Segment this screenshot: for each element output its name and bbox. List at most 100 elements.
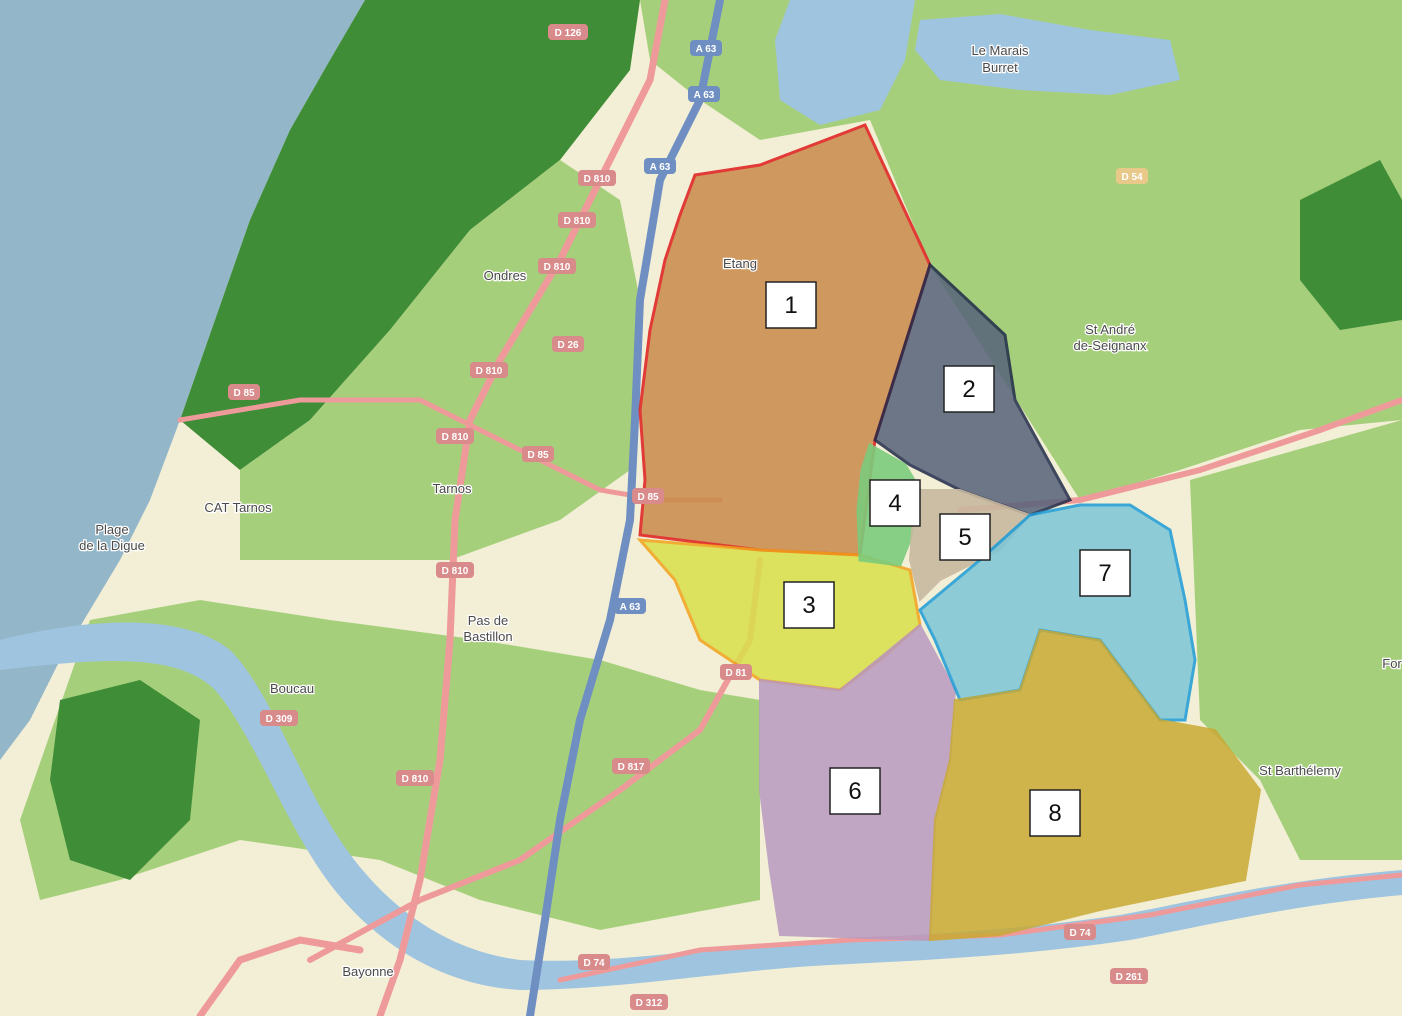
zone-label-7: 7	[1079, 549, 1131, 597]
place-label-plage: Plage	[95, 522, 128, 537]
zone-label-6: 6	[829, 767, 881, 815]
road-shield: A 63	[644, 158, 676, 174]
road-shield: D 312	[630, 994, 668, 1010]
road-shield: D 81	[720, 664, 752, 680]
forest-dark-south	[50, 680, 200, 880]
road-shield: D 810	[436, 562, 474, 578]
forest-dark-coast	[180, 0, 640, 470]
road-label: D 126	[555, 28, 582, 39]
zone-label-1: 1	[765, 281, 817, 329]
place-label-pas-de: Pas de	[468, 613, 508, 628]
road-shield: D 54	[1116, 168, 1148, 184]
road-bayonne	[196, 936, 364, 1016]
road-label: D 312	[636, 998, 663, 1009]
road-labels: D 126 A 63 A 63 A 63 A 63 D 810 D 810 D …	[228, 24, 1148, 1010]
zone-number: 4	[888, 490, 901, 517]
forest-layer	[20, 0, 1402, 930]
road-shield: D 810	[396, 770, 434, 786]
place-label-saint-barthelemy: St Barthélemy	[1259, 763, 1341, 778]
zone-label-4: 4	[869, 479, 921, 527]
zone-number: 7	[1098, 560, 1111, 587]
road-shield: D 85	[228, 384, 260, 400]
road-label: D 74	[583, 958, 605, 969]
road-label: D 54	[1121, 172, 1143, 183]
road-label: D 817	[618, 762, 645, 773]
road-shield: D 261	[1110, 968, 1148, 984]
forest-light-south	[20, 600, 760, 930]
place-label-forte: For	[1382, 656, 1402, 671]
road-shield: D 817	[612, 758, 650, 774]
motorway-a63	[526, 0, 724, 1016]
forest-light-north	[640, 0, 1402, 500]
place-label-etang: Etang	[723, 256, 757, 271]
zone-number: 2	[962, 376, 975, 403]
road-label: D 26	[557, 340, 579, 351]
road-label: D 85	[233, 388, 255, 399]
road-shield: D 309	[260, 710, 298, 726]
road-label: D 810	[564, 216, 591, 227]
lake-marais	[915, 14, 1180, 95]
road-label: D 810	[584, 174, 611, 185]
road-label: D 810	[476, 366, 503, 377]
place-label-cat-tarnos: CAT Tarnos	[204, 500, 272, 515]
road-label: A 63	[696, 44, 717, 55]
road-label: D 810	[442, 566, 469, 577]
road-shield: D 810	[470, 362, 508, 378]
zone-label-8: 8	[1029, 789, 1081, 837]
road-shield: D 126	[548, 24, 588, 40]
road-shield: D 810	[538, 258, 576, 274]
zone-number: 5	[958, 524, 971, 551]
lake-north	[775, 0, 915, 125]
road-label: A 63	[620, 602, 641, 613]
zone-label-2: 2	[943, 365, 995, 413]
zone-number-labels: 1 2 3 4 5 6 7 8	[765, 281, 1131, 837]
place-label-saint-andre: St André	[1085, 322, 1135, 337]
road-shield: D 810	[436, 428, 474, 444]
forest-dark-east	[1300, 160, 1402, 330]
road-shield: D 74	[578, 954, 610, 970]
zone-1	[638, 123, 932, 557]
road-shield: D 74	[1064, 924, 1096, 940]
place-label-burret: Burret	[982, 60, 1018, 75]
zone-number: 8	[1048, 800, 1061, 827]
river-adour	[0, 622, 1402, 990]
place-label-de-la-digue: de la Digue	[79, 538, 145, 553]
place-label-bastillon: Bastillon	[463, 629, 512, 644]
road-label: D 261	[1116, 972, 1143, 983]
place-label-de-seignanx: de-Seignanx	[1074, 338, 1147, 353]
road-label: D 810	[402, 774, 429, 785]
road-label: D 309	[266, 714, 293, 725]
road-d810	[376, 0, 669, 1016]
road-shield: A 63	[688, 86, 720, 102]
road-shield: D 85	[632, 488, 664, 504]
zone-8	[928, 628, 1262, 942]
road-shield: A 63	[614, 598, 646, 614]
road-label: D 74	[1069, 928, 1091, 939]
place-label-marais: Le Marais	[971, 43, 1029, 58]
zone-number: 6	[848, 778, 861, 805]
place-label-boucau: Boucau	[270, 681, 314, 696]
road-label: A 63	[694, 90, 715, 101]
place-labels: Le Marais Burret Ondres Tarnos CAT Tarno…	[78, 42, 1402, 981]
sea	[0, 0, 365, 760]
road-layer	[177, 0, 1402, 1016]
road-label: D 810	[442, 432, 469, 443]
road-shield: D 810	[558, 212, 596, 228]
road-label: D 81	[725, 668, 747, 679]
road-label: D 810	[544, 262, 571, 273]
road-shield: D 26	[552, 336, 584, 352]
place-label-bayonne: Bayonne	[342, 964, 393, 979]
road-label: D 85	[637, 492, 659, 503]
road-shield: D 85	[522, 446, 554, 462]
place-label-tarnos: Tarnos	[432, 481, 472, 496]
place-label-ondres: Ondres	[484, 268, 527, 283]
road-label: A 63	[650, 162, 671, 173]
road-label: D 85	[527, 450, 549, 461]
zone-number: 3	[802, 592, 815, 619]
zone-label-3: 3	[783, 581, 835, 629]
zone-label-5: 5	[939, 513, 991, 561]
road-shield: D 810	[578, 170, 616, 186]
forest-light-east	[1190, 420, 1402, 860]
road-shield: A 63	[690, 40, 722, 56]
